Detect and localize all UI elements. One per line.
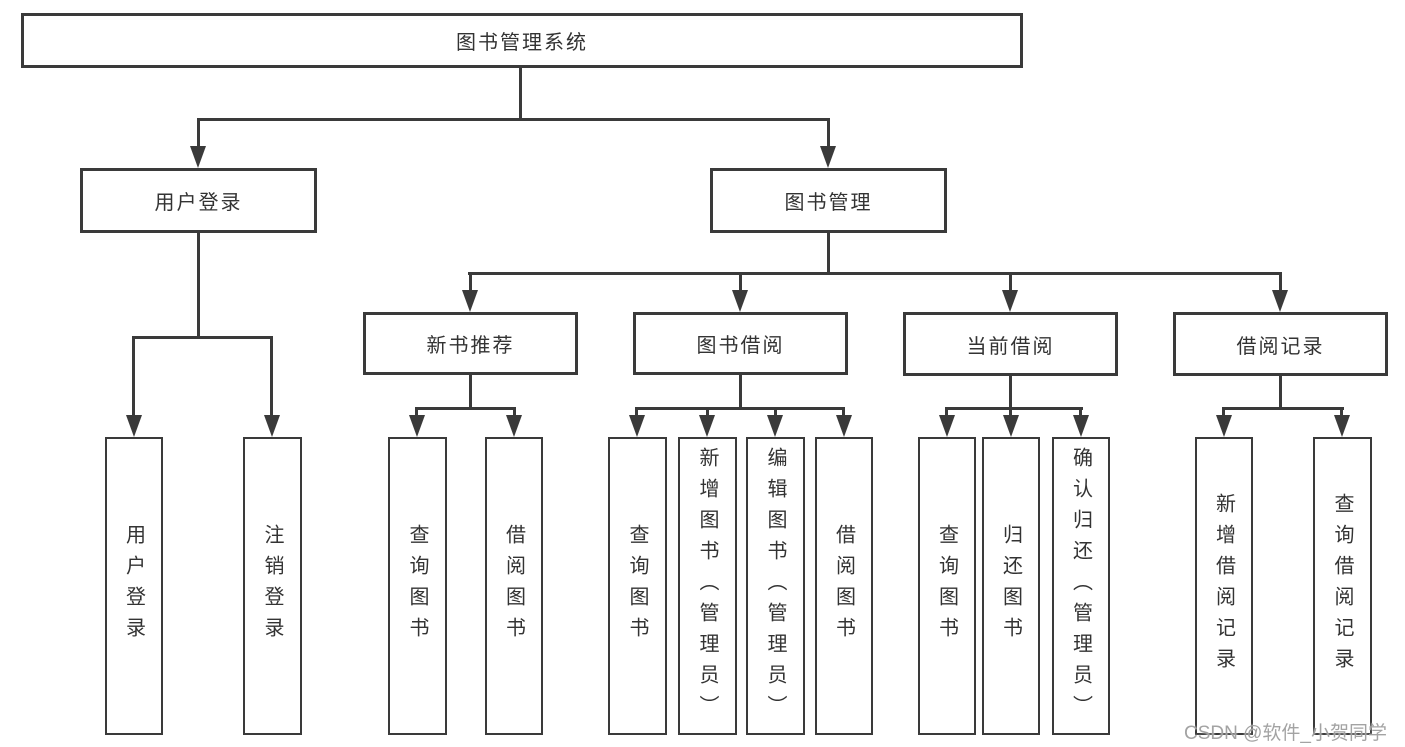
connector-leaf-stem <box>513 407 516 417</box>
connector-leaf-stem <box>706 407 709 417</box>
node-root: 图书管理系统 <box>21 13 1023 68</box>
connector-br-bar <box>1222 407 1344 410</box>
node-user-login: 用户登录 <box>80 168 317 233</box>
arrow-down-icon <box>1216 415 1232 437</box>
connector-l3-stem <box>739 272 742 292</box>
csdn-watermark: CSDN @软件_小贺同学 <box>1184 723 1387 744</box>
leaf-confirm-return: 确认归还（管理员） <box>1052 437 1110 735</box>
leaf-query-book-3: 查询图书 <box>918 437 976 735</box>
connector-leaf-stem <box>842 407 845 417</box>
leaf-add-book: 新增图书（管理员） <box>678 437 737 735</box>
leaf-borrow-book-1: 借阅图书 <box>485 437 543 735</box>
leaf-query-book-1: 查询图书 <box>388 437 447 735</box>
node-current-borrow: 当前借阅 <box>903 312 1118 376</box>
arrow-down-icon <box>1073 415 1089 437</box>
connector-book-mgmt-stem <box>827 118 830 150</box>
connector-user-login-bar <box>132 336 273 339</box>
arrow-down-icon <box>190 146 206 168</box>
arrow-down-icon <box>629 415 645 437</box>
connector-leaf-stem <box>132 336 135 416</box>
arrow-down-icon <box>732 290 748 312</box>
arrow-down-icon <box>767 415 783 437</box>
node-book-borrow: 图书借阅 <box>633 312 848 375</box>
arrow-down-icon <box>699 415 715 437</box>
connector-bb-down <box>739 375 742 407</box>
connector-leaf-stem <box>270 336 273 416</box>
node-borrow-records: 借阅记录 <box>1173 312 1388 376</box>
arrow-down-icon <box>409 415 425 437</box>
connector-leaf-stem <box>1009 407 1012 417</box>
arrow-down-icon <box>264 415 280 437</box>
connector-l3-stem <box>1279 272 1282 292</box>
arrow-down-icon <box>820 146 836 168</box>
connector-nbr-down <box>469 375 472 407</box>
connector-book-mgmt-down <box>827 233 830 272</box>
connector-level3-bar <box>468 272 1281 275</box>
connector-user-login-down <box>197 233 200 336</box>
leaf-add-borrow-record: 新增借阅记录 <box>1195 437 1253 735</box>
connector-bb-bar <box>635 407 845 410</box>
arrow-down-icon <box>462 290 478 312</box>
arrow-down-icon <box>126 415 142 437</box>
leaf-query-book-2: 查询图书 <box>608 437 667 735</box>
connector-level2-bar <box>197 118 830 121</box>
connector-br-down <box>1279 376 1282 407</box>
connector-cb-bar <box>945 407 1083 410</box>
connector-leaf-stem <box>774 407 777 417</box>
connector-leaf-stem <box>1340 407 1343 417</box>
leaf-borrow-book-2: 借阅图书 <box>815 437 873 735</box>
connector-root-stub <box>519 68 522 118</box>
arrow-down-icon <box>1002 290 1018 312</box>
connector-leaf-stem <box>415 407 418 417</box>
leaf-query-borrow-record: 查询借阅记录 <box>1313 437 1372 735</box>
connector-leaf-stem <box>945 407 948 417</box>
node-new-book-rec: 新书推荐 <box>363 312 578 375</box>
arrow-down-icon <box>1272 290 1288 312</box>
leaf-return-book: 归还图书 <box>982 437 1040 735</box>
connector-leaf-stem <box>635 407 638 417</box>
connector-cb-down <box>1009 376 1012 407</box>
arrow-down-icon <box>939 415 955 437</box>
arrow-down-icon <box>836 415 852 437</box>
leaf-user-login: 用户登录 <box>105 437 163 735</box>
leaf-edit-book: 编辑图书（管理员） <box>746 437 805 735</box>
connector-nbr-bar <box>415 407 516 410</box>
connector-user-login-stem <box>197 118 200 150</box>
connector-leaf-stem <box>1222 407 1225 417</box>
connector-leaf-stem <box>1079 407 1082 417</box>
arrow-down-icon <box>506 415 522 437</box>
leaf-logout: 注销登录 <box>243 437 302 735</box>
node-book-mgmt: 图书管理 <box>710 168 947 233</box>
connector-l3-stem <box>469 272 472 292</box>
arrow-down-icon <box>1334 415 1350 437</box>
arrow-down-icon <box>1003 415 1019 437</box>
connector-l3-stem <box>1009 272 1012 292</box>
